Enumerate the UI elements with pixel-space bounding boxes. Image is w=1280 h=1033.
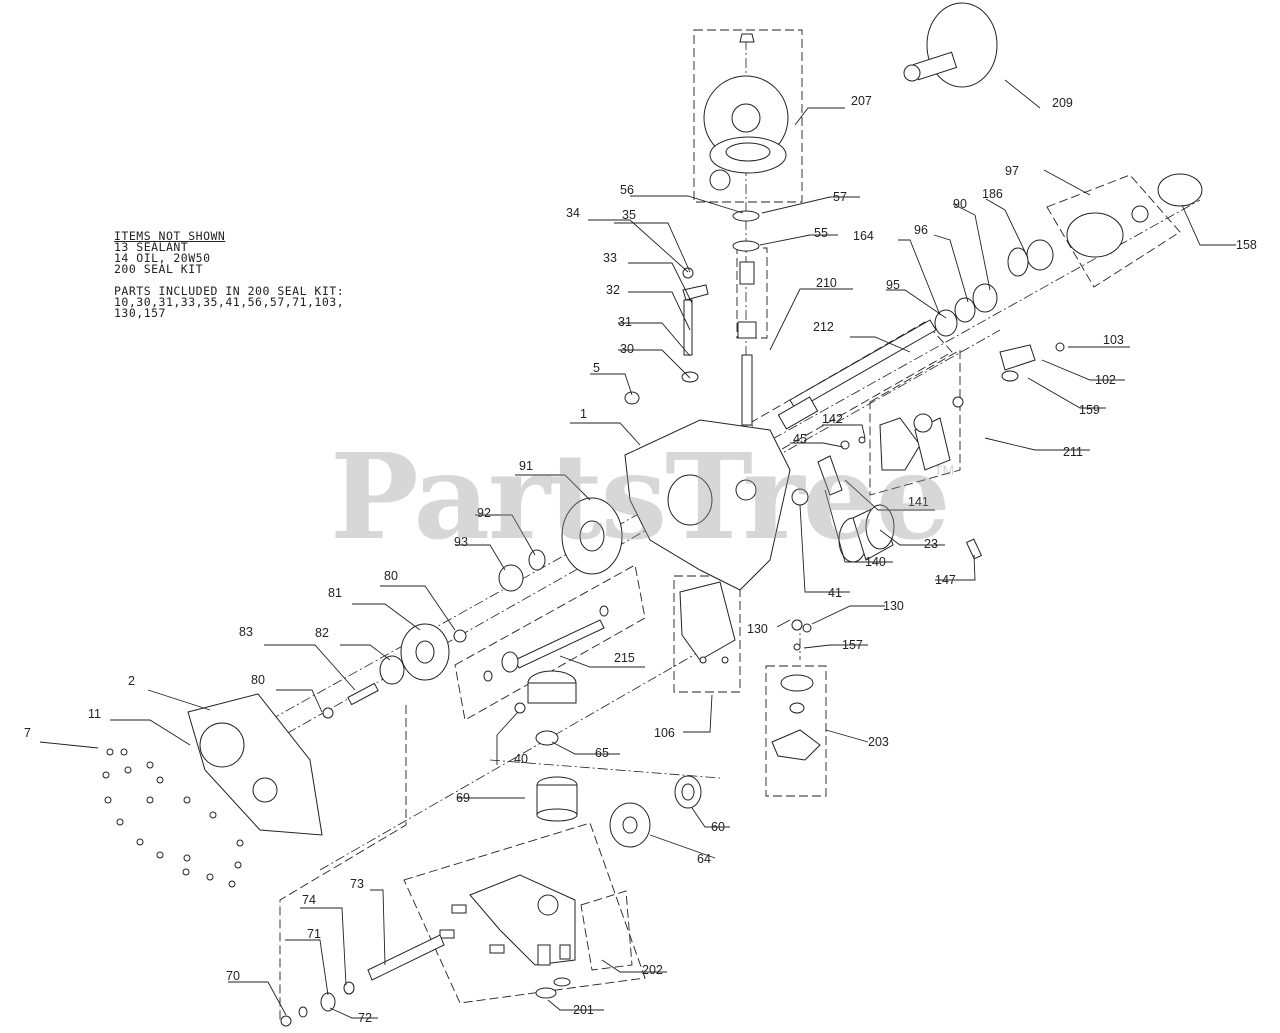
note-item: 13 SEALANT [114,240,189,254]
callout-201: 201 [573,1003,594,1017]
callout-7: 7 [24,726,31,740]
part-control-arm [681,267,709,383]
callout-labels: 207 209 56 57 34 35 55 164 96 90 186 97 … [24,94,1257,1025]
callout-56: 56 [620,183,634,197]
leader-lines [39,79,1236,1019]
part-hub-209 [903,2,998,88]
callout-97: 97 [1005,164,1019,178]
part-bracket-211 [879,342,1065,471]
callout-69: 69 [456,791,470,805]
part-valve-203 [771,619,821,761]
watermark: PartsTree [330,427,951,566]
callout-203: 203 [868,735,889,749]
watermark-trademark: TM [934,462,955,478]
callout-212: 212 [813,320,834,334]
callout-83: 83 [239,625,253,639]
part-cover-2 [187,693,323,836]
part-bolts-7 [102,748,244,888]
callout-130b: 130 [883,599,904,613]
callout-35: 35 [622,208,636,222]
callout-141: 141 [908,495,929,509]
callout-65: 65 [595,746,609,760]
callout-95: 95 [886,278,900,292]
part-seal-60 [674,775,702,809]
part-gear-81 [322,623,450,719]
callout-210: 210 [816,276,837,290]
callout-55: 55 [814,226,828,240]
callout-70: 70 [226,969,240,983]
callout-130a: 130 [747,622,768,636]
callout-103: 103 [1103,333,1124,347]
callout-40: 40 [514,752,528,766]
callout-186: 186 [982,187,1003,201]
part-brake-106 [679,581,736,664]
callout-106: 106 [654,726,675,740]
part-axle-212 [777,283,998,430]
callout-90: 90 [953,197,967,211]
callout-157: 157 [842,638,863,652]
callout-91: 91 [519,459,533,473]
callout-57: 57 [833,190,847,204]
part-bearings-left [453,549,546,643]
part-shaft-215 [483,605,609,682]
part-gear-91 [561,497,623,575]
notes-heading: ITEMS NOT SHOWN [114,229,226,243]
callout-2: 2 [128,674,135,688]
callout-23: 23 [924,537,938,551]
callout-82: 82 [315,626,329,640]
callout-80a: 80 [384,569,398,583]
assembly-boxes [279,29,1181,1020]
callout-45: 45 [793,432,807,446]
callout-92: 92 [477,506,491,520]
part-input-shaft-73 [280,934,445,1027]
callout-11: 11 [88,707,101,721]
part-fan-assembly [703,33,789,191]
part-shaft-210 [732,210,760,426]
note-item: 200 SEAL KIT [114,262,204,276]
callout-5: 5 [593,361,600,375]
callout-93: 93 [454,535,468,549]
callout-207: 207 [851,94,872,108]
note-item: 14 OIL, 20W50 [114,251,211,265]
callout-147: 147 [935,573,956,587]
seal-kit-line: 130,157 [114,306,166,320]
part-housing-1 [624,391,791,591]
seal-kit-line: 10,30,31,33,35,41,56,57,71,103, [114,295,345,309]
items-not-shown-note: ITEMS NOT SHOWN 13 SEALANT 14 OIL, 20W50… [114,229,345,320]
part-hub-97 [1007,173,1203,277]
callout-215: 215 [614,651,635,665]
callout-209: 209 [1052,96,1073,110]
callout-31: 31 [618,315,632,329]
callout-60: 60 [711,820,725,834]
callout-72: 72 [358,1011,372,1025]
callout-102: 102 [1095,373,1116,387]
callout-96: 96 [914,223,928,237]
part-cylinder-64 [609,802,651,848]
callout-33: 33 [603,251,617,265]
callout-41: 41 [828,586,842,600]
callout-1: 1 [580,407,587,421]
part-block-40 [514,670,577,746]
callout-81: 81 [328,586,342,600]
callout-159: 159 [1079,403,1100,417]
callout-32: 32 [606,283,620,297]
part-cylinder-69 [536,776,578,822]
callout-142: 142 [822,412,843,426]
callout-71: 71 [307,927,321,941]
callout-73: 73 [350,877,364,891]
callout-74: 74 [302,893,316,907]
callout-202: 202 [642,963,663,977]
callout-140: 140 [865,555,886,569]
callout-64: 64 [697,852,711,866]
callout-211: 211 [1063,445,1083,459]
callout-164: 164 [853,229,874,243]
part-center-section-201 [439,874,576,999]
callout-80b: 80 [251,673,265,687]
callout-158: 158 [1236,238,1257,252]
callout-30: 30 [620,342,634,356]
seal-kit-title: PARTS INCLUDED IN 200 SEAL KIT: [114,284,345,298]
callout-34: 34 [566,206,580,220]
